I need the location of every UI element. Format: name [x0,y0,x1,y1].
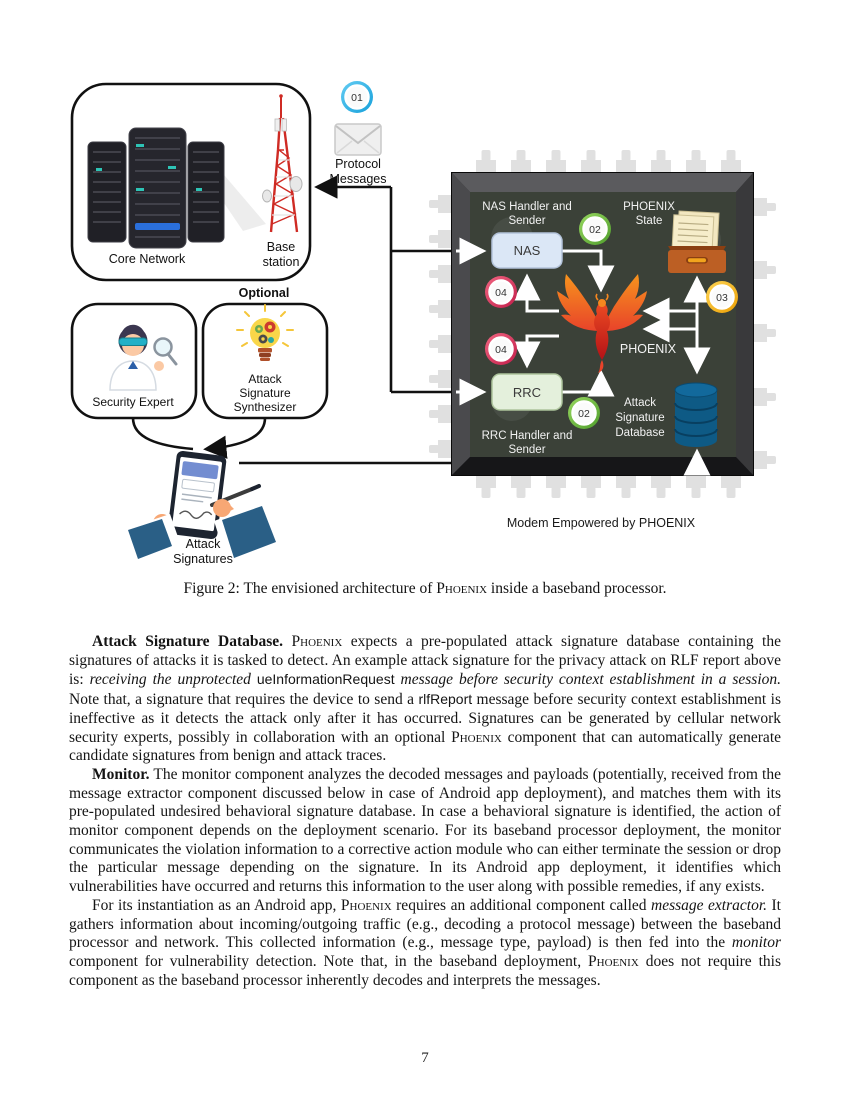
nas-handler-label-1: NAS Handler and [482,201,572,213]
rrc-handler-label-2: Sender [508,444,545,456]
synthesizer-label-3: Synthesizer [234,400,297,414]
text-segment: receiving the unprotected [89,671,257,689]
chip-pins-top [476,150,741,174]
text-segment: rlfReport [418,691,473,708]
server-racks-icon [87,127,225,249]
text-segment: expects a pre-populated attack signature… [69,633,781,689]
page-number: 7 [421,1050,429,1066]
phoenix-state-label-2: State [636,215,663,227]
text-segment: monitor [731,934,781,952]
protocol-messages: 01 Protocol Messages [330,81,387,186]
attack-db-icon [674,382,718,447]
rrc-handler-label-1: RRC Handler and [482,430,573,442]
text-segment: Monitor. [92,765,150,783]
security-expert-label: Security Expert [92,395,174,409]
text-segment: does not require this component as the b… [69,952,781,989]
text-segment: Figure 2: The envisioned architecture of [183,580,437,597]
chip-pins-bottom [476,474,741,498]
step-badge-04-lower: 04 [485,333,517,365]
step-badge-02-nas: 02 [579,213,611,245]
text-segment: Phoenix [588,952,639,970]
svg-text:02: 02 [578,408,590,420]
svg-text:02: 02 [589,224,601,236]
text-segment: inside a baseband processor. [487,580,667,597]
paragraph-message-extractor: For its instantiation as an Android app,… [69,897,781,991]
step-badge-01: 01 [341,81,373,113]
svg-text:04: 04 [495,287,507,299]
step-badge-02-rrc: 02 [568,397,600,429]
synthesizer-box: Attack Signature Synthesizer [201,302,329,420]
svg-text:03: 03 [716,292,728,304]
base-station-label-1: Base [267,240,296,254]
idea-bulb-icon [236,304,294,361]
chip-pins-right [752,198,776,469]
attack-signatures-icon [128,450,276,559]
text-segment: Phoenix [436,580,488,597]
core-network-label: Core Network [109,252,186,266]
rrc-module: RRC [491,373,563,411]
attack-db-label-1: Attack [624,397,656,409]
protocol-label-2: Messages [330,172,387,186]
attack-db-label-3: Database [615,427,664,439]
security-expert-icon [109,324,178,391]
text-segment: ueInformationRequest [256,671,395,688]
paragraph-attack-signature-database: Attack Signature Database. Phoenix expec… [69,633,781,766]
state-drawer-icon [668,210,726,273]
envelope-icon [334,123,382,156]
rrc-label: RRC [513,385,541,400]
text-segment: requires an additional component called [391,896,652,914]
body-text: Attack Signature Database. Phoenix expec… [69,633,781,990]
base-station-label-2: station [263,255,300,269]
nas-label: NAS [514,243,541,258]
step-badge-04-upper: 04 [485,276,517,308]
figure-2-diagram: Core Network Base station 01 Protocol Me… [70,81,776,566]
text-segment: For its instantiation as an Android app, [92,896,341,914]
text-segment: Phoenix [340,896,392,914]
synthesizer-label-2: Signature [239,386,291,400]
text-segment: The monitor component analyzes the decod… [69,765,781,896]
protocol-label-1: Protocol [335,157,381,171]
text-segment [283,633,291,650]
chip-pins-left [429,195,453,458]
nas-module: NAS [491,232,563,269]
text-segment: It gathers information about incoming/ou… [69,896,781,952]
chip-pins [429,150,776,498]
text-segment: component for vulnerability detection. N… [69,952,589,970]
figure-caption: Figure 2: The envisioned architecture of… [0,580,850,598]
synthesizer-label-1: Attack [248,372,282,386]
text-segment: Phoenix [291,633,343,650]
phoenix-label: PHOENIX [620,342,677,356]
optional-label: Optional [239,286,290,300]
step-badge-03: 03 [706,281,738,313]
security-expert-box: Security Expert [70,302,198,420]
phoenix-logo-icon [557,274,647,373]
text-segment: message before security context establis… [69,691,781,746]
text-segment: Attack Signature Database. [92,633,284,650]
attack-db-label-2: Signature [615,412,664,424]
text-segment: Note that, a signature that requires the… [69,691,419,709]
baseband-chip: NAS Handler and Sender PHOENIX State NAS… [451,172,754,476]
modem-caption: Modem Empowered by PHOENIX [507,516,696,530]
core-network-box: Core Network Base station [70,82,312,282]
svg-text:04: 04 [495,344,507,356]
chip-arrows [456,237,711,476]
text-segment: message before security context establis… [394,671,782,689]
svg-text:01: 01 [351,92,363,104]
text-segment: component that can automatically generat… [69,728,781,765]
nas-handler-label-2: Sender [508,215,545,227]
merge-arrows [131,417,267,459]
text-segment: message extractor. [651,896,768,914]
attack-signatures-label-2: Signatures [173,552,233,566]
phoenix-state-label-1: PHOENIX [623,201,675,213]
text-segment: Phoenix [451,728,502,746]
paragraph-monitor: Monitor. The monitor component analyzes … [69,766,781,897]
base-station-icon [262,94,303,233]
attack-signatures-label-1: Attack [186,537,221,551]
